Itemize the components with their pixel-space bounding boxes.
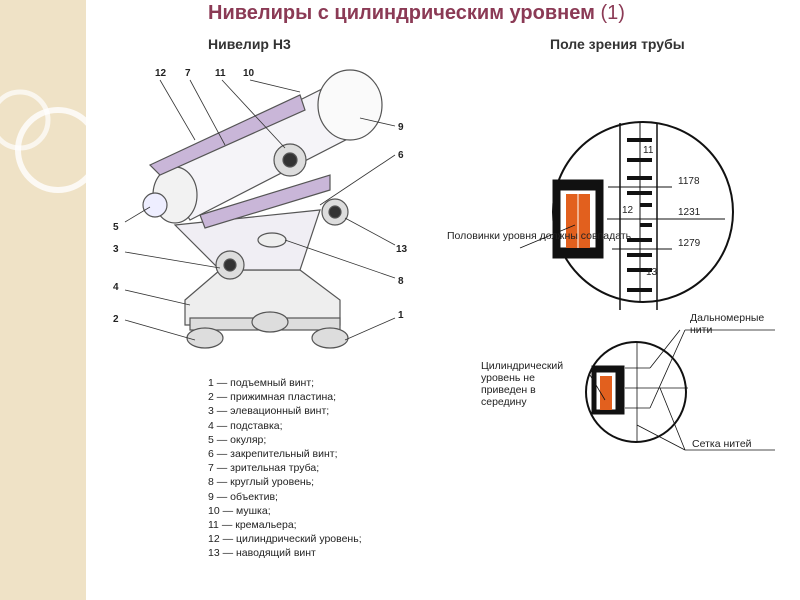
legend-item: 8 — круглый уровень; [208,476,315,489]
callout-3: 3 [113,244,119,255]
callout-4: 4 [113,282,119,293]
callout-8: 8 [398,276,404,287]
callout-7: 7 [185,68,191,79]
field-of-view-small [585,329,775,451]
callout-2: 2 [113,314,119,325]
page-title: Нивелиры с цилиндрическим уровнем (1) [208,2,625,24]
callout-11: 11 [215,68,226,79]
legend-item: 12 — цилиндрический уровень; [208,533,362,546]
field-of-view-large [519,121,734,310]
label-level-not-centered: Цилиндрический уровень не приведен в сер… [481,360,564,408]
legend-item: 3 — элевационный винт; [208,405,330,418]
callout-9: 9 [398,122,404,133]
legend-item: 10 — мушка; [208,504,271,517]
legend-item: 11 — кремальера; [208,519,297,532]
legend-item: 13 — наводящий винт [208,547,316,560]
legend-item: 1 — подъемный винт; [208,377,315,389]
legend-list: 1 — подъемный винт; 2 — прижимная пласти… [208,376,362,561]
legend-item: 7 — зрительная труба; [208,462,320,475]
reading-lower: 1279 [678,238,701,249]
left-heading: Нивелир Н3 [208,36,291,52]
legend-item: 9 — объектив; [208,490,278,503]
decorative-strip [0,0,86,600]
label-stadia-hairs: Дальномерные нити [690,312,765,336]
reading-middle: 1231 [678,207,701,218]
legend-item: 6 — закрепительный винт; [208,448,338,461]
label-level-halves: Половинки уровня должны совпадать [447,230,632,242]
callout-1: 1 [398,310,404,321]
diagram-label: 12 [622,205,634,216]
label-reticle: Сетка нитей [692,438,752,450]
diagram-label: 13 [646,267,658,278]
level-instrument-drawing [142,69,383,349]
callout-10: 10 [243,68,255,79]
legend-item: 2 — прижимная пластина; [208,391,337,404]
legend-item: 4 — подставка; [208,419,283,432]
callout-12: 12 [155,68,167,79]
reading-upper: 1178 [678,176,700,187]
diagram-label: 11 [643,145,654,156]
callout-13: 13 [396,244,408,255]
legend-item: 5 — окуляр; [208,433,267,446]
right-heading: Поле зрения трубы [550,36,685,52]
callout-6: 6 [398,150,404,161]
callout-5: 5 [113,222,119,233]
